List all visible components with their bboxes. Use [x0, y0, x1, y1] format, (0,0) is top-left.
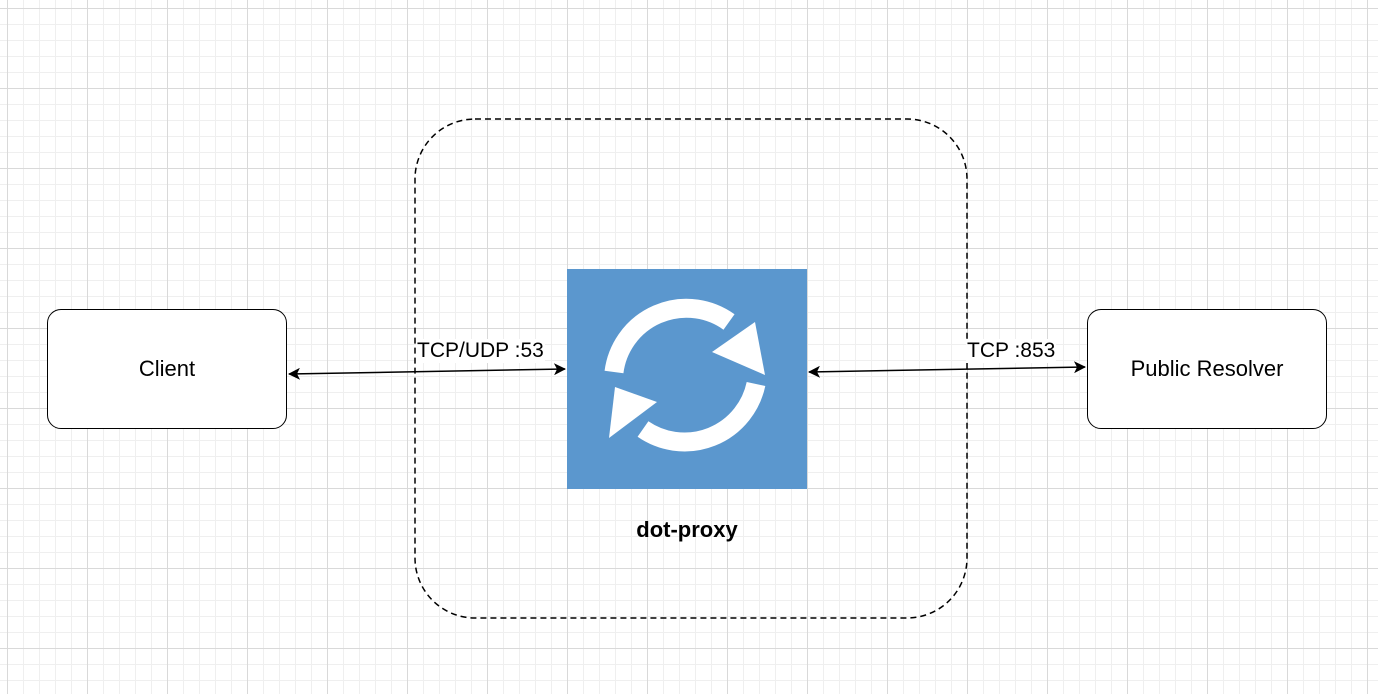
dot-proxy-label: dot-proxy	[636, 517, 738, 542]
client-label: Client	[138, 356, 196, 381]
sync-arrows-icon	[604, 298, 766, 452]
edge-label-client-proxy: TCP/UDP :53	[416, 339, 545, 363]
public-resolver-node[interactable]: Public Resolver	[1087, 309, 1327, 429]
edge-client-proxy	[288, 363, 566, 380]
edge-proxy-resolver	[808, 361, 1086, 378]
resolver-label: Public Resolver	[1130, 356, 1284, 381]
client-node[interactable]: Client	[47, 309, 287, 429]
edge-label-proxy-resolver: TCP :853	[966, 339, 1057, 363]
dot-proxy-node[interactable]	[567, 269, 807, 489]
